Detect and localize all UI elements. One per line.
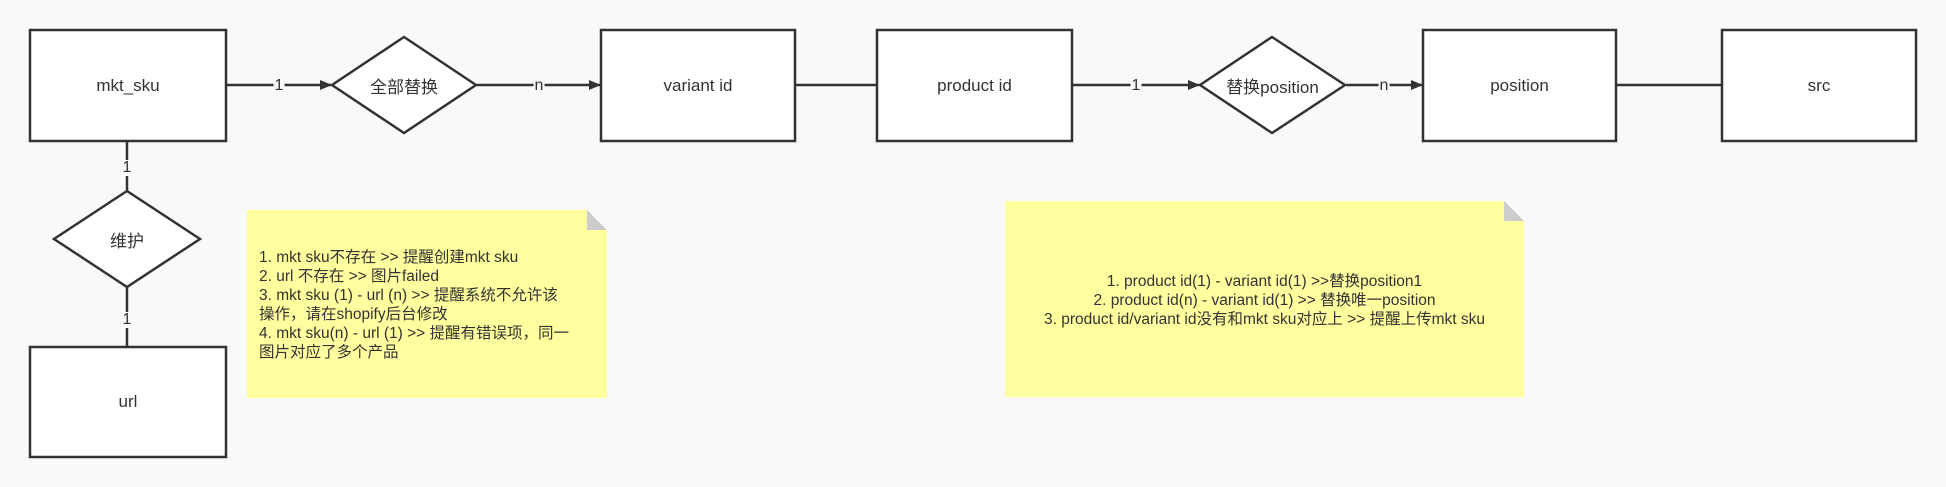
relationship-replace-all[interactable] — [329, 35, 479, 135]
note-right-fold — [1504, 201, 1524, 221]
cardinality-label: 1 — [273, 77, 285, 94]
relationship-replace-position[interactable] — [1197, 35, 1348, 135]
relationship-maintain[interactable] — [51, 189, 203, 289]
note-left[interactable] — [247, 210, 607, 398]
note-left-text: 1. mkt sku不存在 >> 提醒创建mkt sku 2. url 不存在 … — [259, 248, 569, 362]
note-line: 3. product id/variant id没有和mkt sku对应上 >>… — [1043, 311, 1485, 328]
note-line: 4. mkt sku(n) - url (1) >> 提醒有错误项，同一 — [259, 325, 570, 342]
note-line: 2. url 不存在 >> 图片failed — [259, 268, 440, 285]
cardinality-label: 1 — [121, 159, 133, 176]
note-line: 2. product id(n) - variant id(1) >> 替换唯一… — [1093, 292, 1436, 309]
entity-src[interactable] — [1720, 28, 1918, 143]
cardinality-label: n — [1378, 77, 1390, 94]
entity-url[interactable] — [28, 345, 228, 459]
note-line: 1. mkt sku不存在 >> 提醒创建mkt sku — [259, 249, 519, 266]
entity-mkt-sku[interactable] — [28, 28, 228, 143]
note-line: 1. product id(1) - variant id(1) >>替换pos… — [1106, 273, 1423, 290]
entity-position[interactable] — [1421, 28, 1618, 143]
entity-variant-id[interactable] — [599, 28, 797, 143]
note-line: 图片对应了多个产品 — [259, 344, 399, 361]
note-left-fold — [587, 210, 607, 230]
entity-product-id[interactable] — [875, 28, 1074, 143]
note-right-text: 1. product id(1) - variant id(1) >>替换pos… — [1005, 272, 1524, 329]
cardinality-label: 1 — [1130, 77, 1142, 94]
cardinality-label: 1 — [121, 311, 133, 328]
note-line: 3. mkt sku (1) - url (n) >> 提醒系统不允许该 — [259, 287, 558, 304]
note-right[interactable] — [1005, 201, 1524, 397]
cardinality-label: n — [533, 77, 545, 94]
note-line: 操作，请在shopify后台修改 — [259, 306, 448, 323]
